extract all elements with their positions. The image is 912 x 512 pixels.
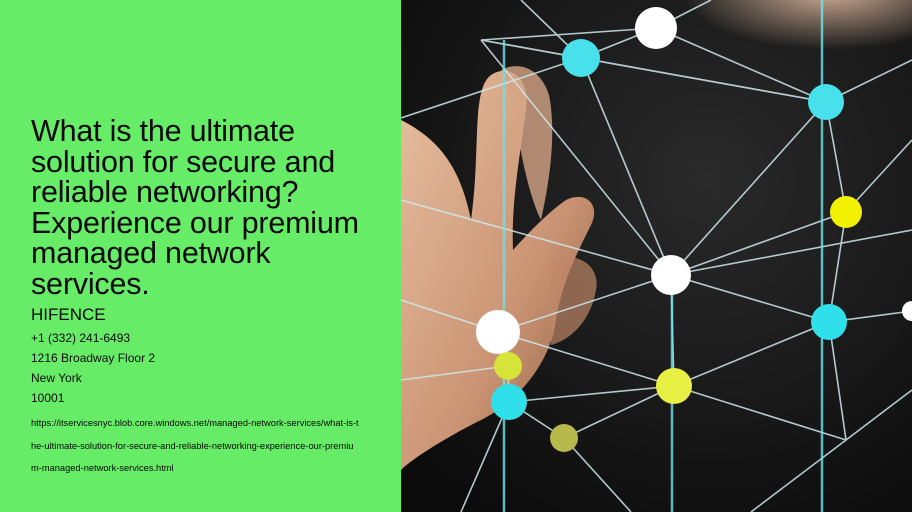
node-yellow (550, 424, 578, 452)
node-white (476, 310, 520, 354)
node-white (902, 301, 912, 321)
node-yellow (830, 196, 862, 228)
node-yellow (656, 368, 692, 404)
network-nodes (476, 7, 912, 452)
node-white (635, 7, 677, 49)
zip-code: 10001 (31, 391, 65, 405)
node-cyan (491, 384, 527, 420)
city: New York (31, 371, 82, 385)
node-cyan (562, 39, 600, 77)
node-cyan (808, 84, 844, 120)
text-panel: What is the ultimate solution for secure… (0, 0, 401, 512)
phone-number: +1 (332) 241-6493 (31, 331, 131, 345)
source-link[interactable]: https://itservicesnyc.blob.core.windows.… (31, 418, 359, 473)
node-white (651, 255, 691, 295)
hero-image (401, 0, 912, 512)
hand-shape (401, 66, 597, 470)
network-illustration (401, 0, 912, 512)
headline: What is the ultimate solution for secure… (31, 114, 359, 301)
street-address: 1216 Broadway Floor 2 (31, 351, 156, 365)
node-cyan (811, 304, 847, 340)
company-name: HIFENCE (31, 305, 106, 324)
node-yellow (494, 352, 522, 380)
